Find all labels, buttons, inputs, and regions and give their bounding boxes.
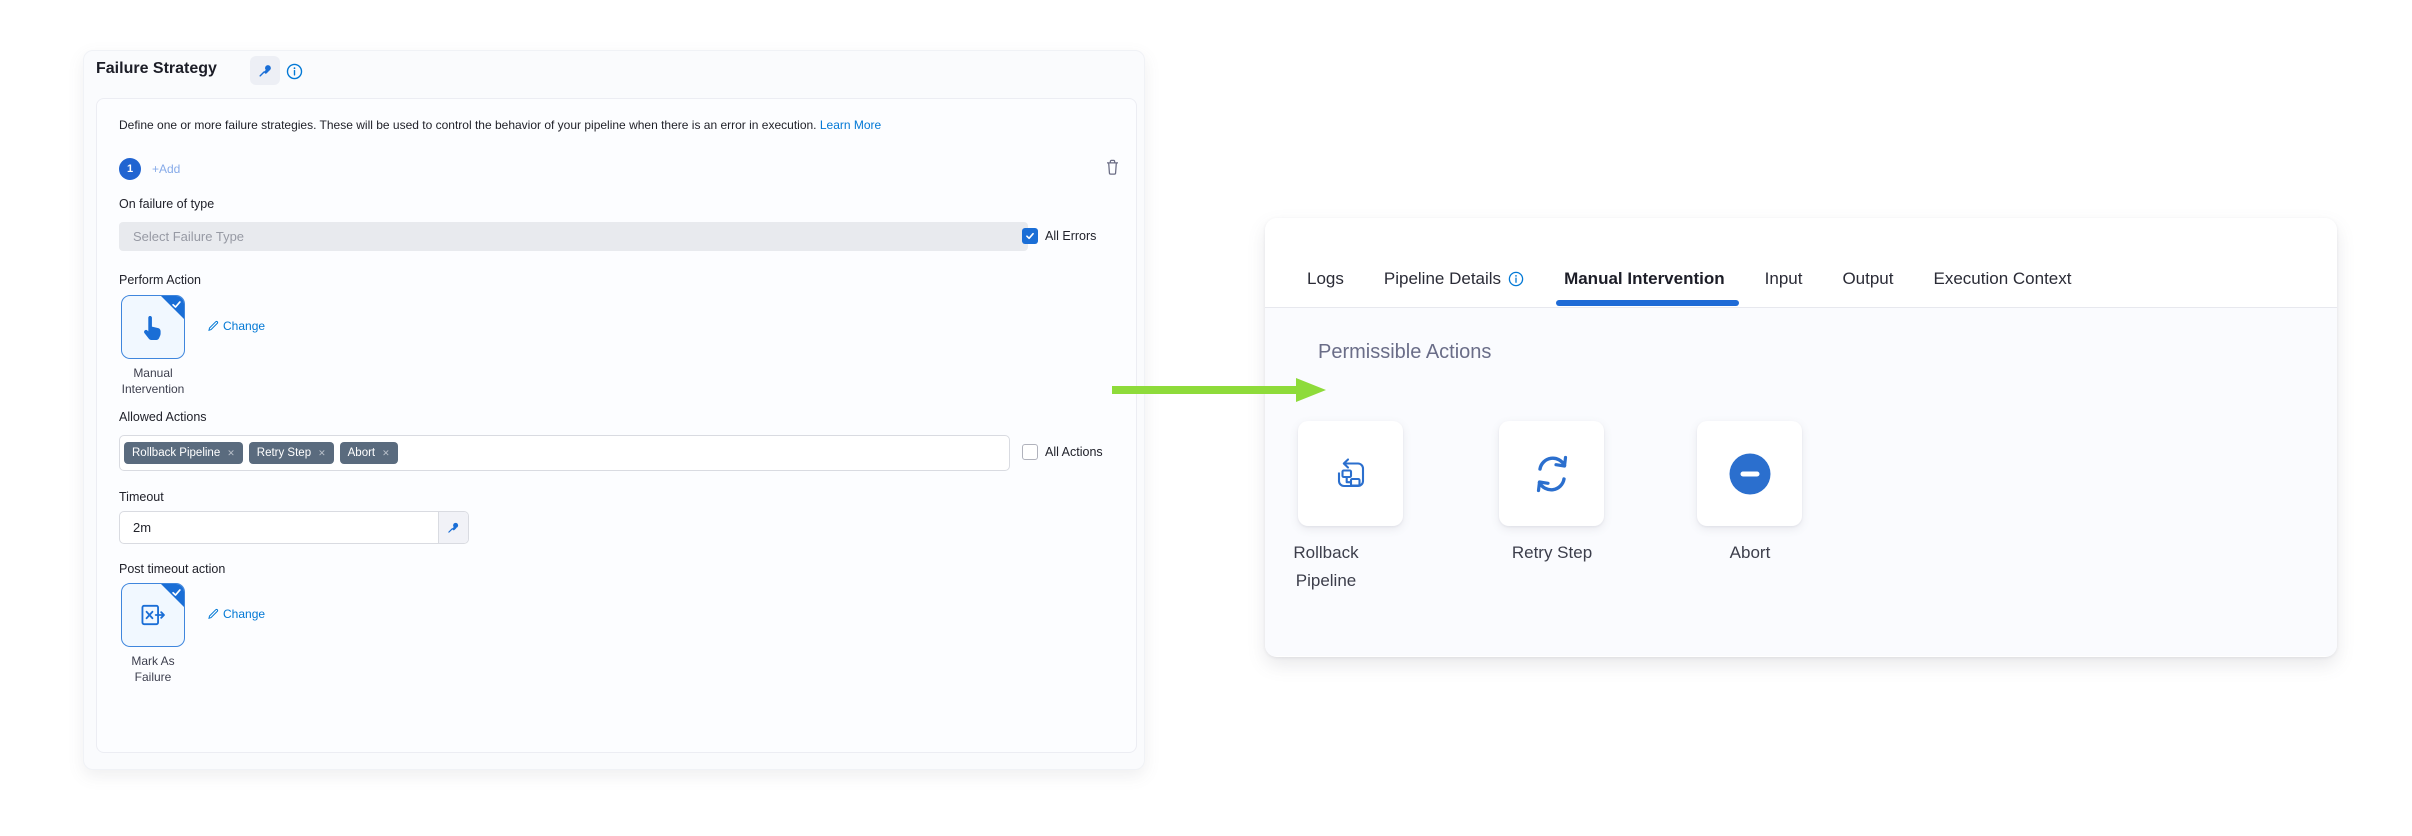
add-strategy-button[interactable]: +Add <box>152 162 181 176</box>
tab-manual-intervention[interactable]: Manual Intervention <box>1556 269 1739 306</box>
hand-pointer-icon <box>138 312 168 342</box>
allowed-action-tag[interactable]: Abort✕ <box>339 442 398 464</box>
timeout-field <box>119 511 469 544</box>
post-timeout-label: Post timeout action <box>119 562 226 576</box>
timeout-label: Timeout <box>119 490 164 504</box>
delete-strategy-icon[interactable] <box>1104 158 1121 176</box>
allowed-actions-input[interactable]: Rollback Pipeline✕ Retry Step✕ Abort✕ <box>119 435 1010 471</box>
info-icon <box>1508 271 1524 287</box>
annotation-arrow <box>1112 378 1326 402</box>
learn-more-link[interactable]: Learn More <box>819 118 882 132</box>
retry-step-icon <box>1536 455 1567 492</box>
remove-tag-icon[interactable]: ✕ <box>227 447 235 458</box>
pushpin-icon <box>448 522 459 533</box>
tab-logs[interactable]: Logs <box>1307 269 1344 288</box>
selected-check-icon <box>172 301 181 308</box>
all-actions-checkbox[interactable] <box>1022 444 1038 460</box>
manual-intervention-action-card[interactable] <box>121 295 185 359</box>
abort-card[interactable] <box>1697 421 1802 526</box>
failure-type-select[interactable]: Select Failure Type <box>119 222 1028 251</box>
info-icon[interactable] <box>286 63 303 80</box>
panel-description: Define one or more failure strategies. T… <box>119 118 882 132</box>
allowed-action-tag[interactable]: Rollback Pipeline✕ <box>124 442 243 464</box>
allowed-action-tag[interactable]: Retry Step✕ <box>248 442 334 464</box>
step-details-panel: Logs Pipeline Details Manual Interventio… <box>1265 218 2337 657</box>
retry-step-label: Retry Step <box>1511 543 1593 562</box>
perform-action-label: Perform Action <box>119 273 201 287</box>
manual-intervention-tab-content: Permissible Actions Rol <box>1265 308 2337 656</box>
pencil-icon <box>208 320 219 331</box>
permissible-actions-heading: Permissible Actions <box>1318 341 1492 363</box>
pencil-icon <box>208 608 219 619</box>
abort-label: Abort <box>1729 543 1771 562</box>
rollback-pipeline-card[interactable] <box>1298 421 1403 526</box>
pushpin-icon <box>258 63 273 78</box>
post-timeout-caption: Mark As Failure <box>131 654 175 684</box>
change-post-timeout-link[interactable]: Change <box>207 607 265 621</box>
failure-strategy-panel: Failure Strategy Define one or more fail… <box>83 50 1145 770</box>
timeout-pin-toggle[interactable] <box>438 512 468 543</box>
mark-as-failure-action-card[interactable] <box>121 583 185 647</box>
rollback-pipeline-icon <box>1337 457 1364 487</box>
failure-type-label: On failure of type <box>119 197 215 211</box>
tab-output[interactable]: Output <box>1842 269 1894 288</box>
selected-corner <box>160 584 184 608</box>
remove-tag-icon[interactable]: ✕ <box>382 447 390 458</box>
all-errors-label: All Errors <box>1045 229 1097 243</box>
timeout-input[interactable] <box>120 512 438 543</box>
abort-icon <box>1729 453 1770 494</box>
perform-action-caption: Manual Intervention <box>121 366 185 396</box>
tab-execution-context[interactable]: Execution Context <box>1933 269 2072 288</box>
allowed-actions-label: Allowed Actions <box>119 410 207 424</box>
pin-button[interactable] <box>250 56 280 85</box>
change-perform-action-link[interactable]: Change <box>207 319 265 333</box>
tab-input[interactable]: Input <box>1764 269 1803 288</box>
all-actions-label: All Actions <box>1045 445 1103 459</box>
all-errors-checkbox[interactable] <box>1022 228 1038 244</box>
remove-tag-icon[interactable]: ✕ <box>318 447 326 458</box>
rollback-pipeline-label: Rollback Pipeline <box>1293 543 1359 590</box>
tabs-bar: Logs Pipeline Details Manual Interventio… <box>1265 218 2337 308</box>
failure-strategy-card: Define one or more failure strategies. T… <box>96 98 1137 753</box>
strategy-index-badge[interactable]: 1 <box>119 158 141 180</box>
active-tab-underline <box>1556 300 1739 306</box>
selected-check-icon <box>172 589 181 596</box>
tab-pipeline-details[interactable]: Pipeline Details <box>1384 269 1524 289</box>
selected-corner <box>160 296 184 320</box>
mark-as-failure-icon <box>139 601 167 629</box>
retry-step-card[interactable] <box>1499 421 1604 526</box>
panel-title: Failure Strategy <box>96 60 217 77</box>
failure-type-placeholder: Select Failure Type <box>133 229 245 244</box>
